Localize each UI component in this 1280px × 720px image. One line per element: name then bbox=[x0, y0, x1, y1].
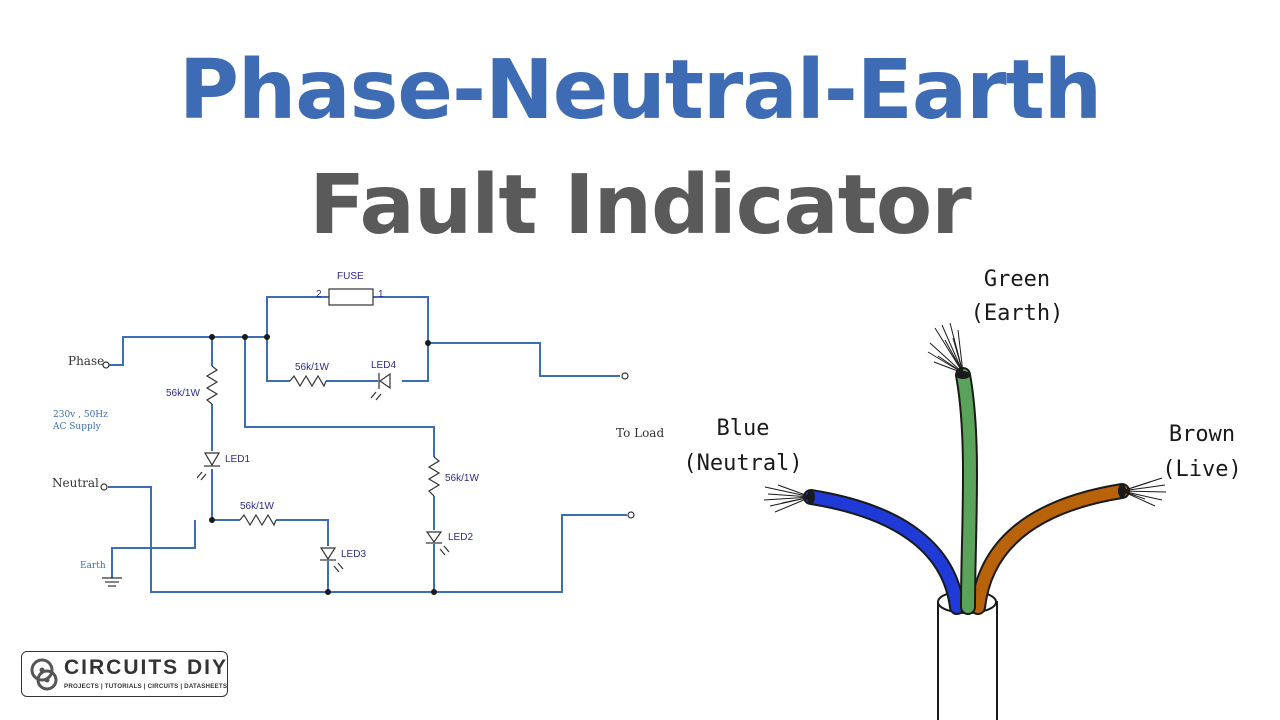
fuse-pin-2: 2 bbox=[316, 289, 322, 300]
to-load-label: To Load bbox=[616, 426, 664, 440]
cable-illustration bbox=[763, 322, 1167, 720]
resistor-label-r2: 56k/1W bbox=[445, 473, 479, 484]
supply-label-line1: 230v , 50Hz bbox=[53, 410, 108, 420]
fuse-pin-1: 1 bbox=[378, 289, 384, 300]
brown-label-line2: (Live) bbox=[1162, 457, 1241, 482]
title-line-1: Phase-Neutral-Earth bbox=[178, 43, 1102, 138]
blue-label-line2: (Neutral) bbox=[683, 451, 802, 476]
led3-label: LED3 bbox=[341, 549, 366, 560]
led1-label: LED1 bbox=[225, 454, 250, 465]
resistor-label-r4: 56k/1W bbox=[295, 362, 329, 373]
blue-label-line1: Blue bbox=[717, 416, 770, 441]
fuse-label: FUSE bbox=[337, 271, 364, 282]
resistors bbox=[205, 365, 441, 527]
terminals bbox=[100, 361, 635, 519]
logo-name: CIRCUITS DIY bbox=[64, 656, 229, 679]
resistor-label-r3: 56k/1W bbox=[240, 501, 274, 512]
supply-label-line2: AC Supply bbox=[52, 422, 102, 432]
green-label-line2: (Earth) bbox=[971, 301, 1064, 326]
green-label-line1: Green bbox=[984, 267, 1050, 292]
junction-dots bbox=[209, 334, 437, 595]
earth-label: Earth bbox=[80, 561, 106, 571]
logo-tagline: PROJECTS | TUTORIALS | CIRCUITS | DATASH… bbox=[64, 683, 228, 690]
led2-label: LED2 bbox=[448, 532, 473, 543]
ground-symbol bbox=[102, 577, 122, 587]
brown-label-line1: Brown bbox=[1169, 422, 1235, 447]
fuse bbox=[328, 288, 374, 306]
led-symbols bbox=[196, 372, 450, 573]
led4-label: LED4 bbox=[371, 360, 396, 371]
neutral-label: Neutral bbox=[52, 476, 99, 490]
logo-mark-icon bbox=[30, 658, 58, 691]
circuit-wires bbox=[108, 296, 627, 593]
title-line-2: Fault Indicator bbox=[309, 158, 971, 253]
phase-label: Phase bbox=[68, 354, 104, 368]
circuits-diy-logo[interactable]: CIRCUITS DIY PROJECTS | TUTORIALS | CIRC… bbox=[21, 651, 228, 697]
resistor-label-r1: 56k/1W bbox=[166, 388, 200, 399]
